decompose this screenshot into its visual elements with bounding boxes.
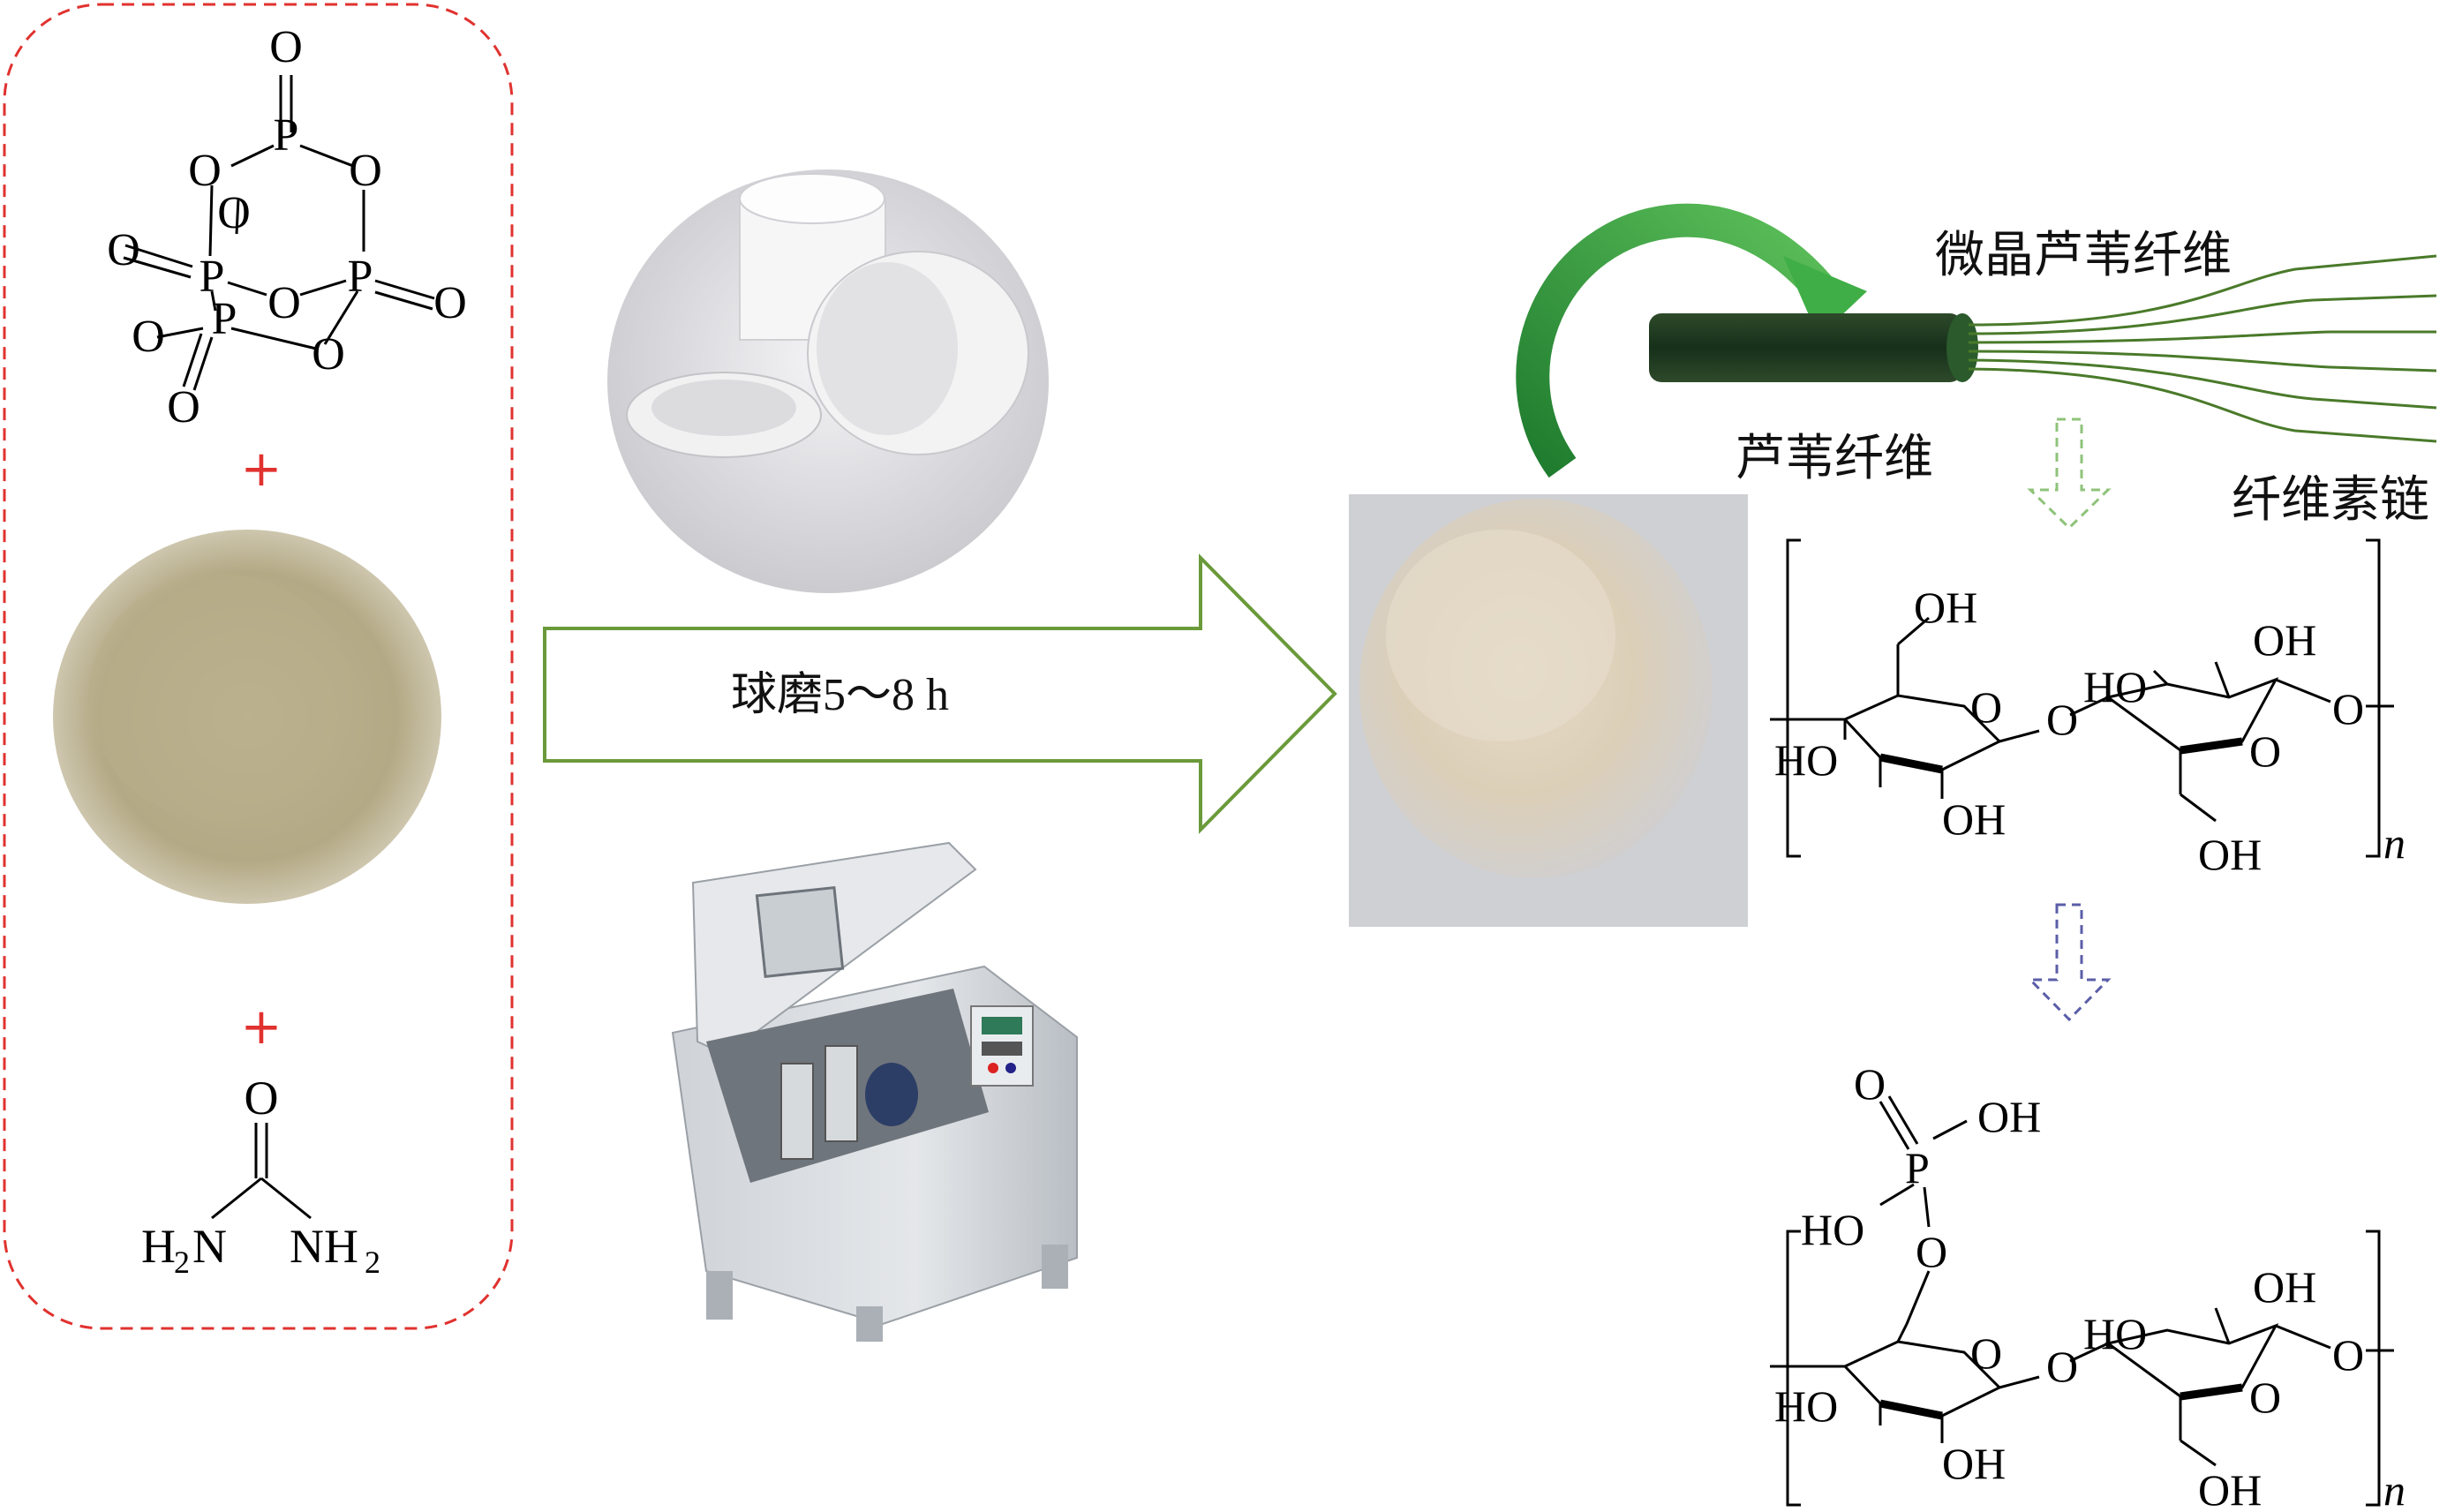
- urea-nh-right: NH: [290, 1220, 358, 1273]
- p4o10-atoms: O P O O O O P P O O P O O O: [107, 22, 467, 433]
- cellulose-ho-left: HO: [1774, 735, 1838, 785]
- cellulose-structure: [1770, 538, 2394, 858]
- phosphate-p: P: [1905, 1143, 1930, 1192]
- phosphorylated-cellulose-structure: [1770, 1095, 2394, 1507]
- process-arrow-label: 球磨5～8 h: [731, 670, 949, 720]
- phos-cellulose-glycosidic-o: O: [2046, 1342, 2078, 1391]
- plus-sign-2: +: [241, 998, 282, 1056]
- p4o10-o-left: O: [188, 146, 222, 196]
- fine-powder-photo: [1349, 494, 1748, 927]
- p4o10-o-right: O: [349, 146, 382, 196]
- phos-cellulose-oh-bottom-right: OH: [2198, 1465, 2262, 1512]
- phosphate-o-double: O: [1854, 1059, 1886, 1109]
- p4o10-structure: [123, 75, 435, 391]
- p4o10-o-lower-right: O: [312, 329, 345, 380]
- reed-fiber-label: 芦苇纤维: [1735, 430, 1933, 487]
- fiber-rod: [1649, 313, 1978, 382]
- ball-mill-machine-photo: [671, 841, 1078, 1342]
- cellulose-glycosidic-o: O: [2046, 695, 2078, 744]
- p4o10-p-left: P: [200, 252, 225, 302]
- phos-cellulose-ring-o-left: O: [1970, 1328, 2002, 1378]
- cellulose-labels: OH HO O O OH OH HO O O OH n: [1774, 583, 2406, 879]
- phosphate-ho: HO: [1801, 1205, 1864, 1254]
- reed-powder-photo: [46, 512, 448, 914]
- microcrystal-fiber-label: 微晶芦苇纤维: [1935, 227, 2232, 284]
- phos-cellulose-oh-bottom-left: OH: [1942, 1439, 2006, 1488]
- phos-cellulose-repeat-n: n: [2383, 1465, 2406, 1512]
- p4o10-o-lower-left: O: [132, 312, 165, 362]
- dashed-arrow-blue: [2027, 903, 2112, 1022]
- plus-sign-1: +: [241, 440, 282, 498]
- urea-h-left: H: [141, 1220, 176, 1273]
- cellulose-ho-right: HO: [2083, 662, 2147, 711]
- cellulose-ring-o-right: O: [2249, 726, 2281, 776]
- phosphorylated-labels: O P OH HO O HO O O OH OH HO O O OH n: [1774, 1059, 2406, 1512]
- cellulose-end-o: O: [2332, 684, 2364, 733]
- urea-n-left: N: [192, 1220, 227, 1273]
- p4o10-o-top: O: [269, 22, 303, 72]
- fiber-strands: [1968, 254, 2437, 443]
- process-arrow: [543, 553, 1337, 834]
- phos-cellulose-oh-top-right: OH: [2253, 1262, 2316, 1312]
- p4o10-p-top: P: [274, 110, 299, 161]
- phos-cellulose-ho-left: HO: [1774, 1381, 1838, 1431]
- urea-sub-right: 2: [365, 1245, 380, 1280]
- cellulose-repeat-n: n: [2383, 818, 2406, 868]
- ball-mill-jar-photo: [607, 169, 1049, 593]
- p4o10-p-bottom: P: [212, 294, 237, 344]
- cellulose-oh-bottom-right: OH: [2198, 830, 2262, 879]
- p4o10-o-far-right: O: [433, 278, 467, 328]
- p4o10-o-inner: O: [217, 188, 251, 238]
- cellulose-oh-bottom-left: OH: [1942, 794, 2006, 844]
- p4o10-o-far-left: O: [107, 225, 140, 275]
- phos-cellulose-ring-o-right: O: [2249, 1373, 2281, 1422]
- cellulose-oh-top-left: OH: [1914, 583, 1977, 632]
- cellulose-chain-label: 纤维素链: [2232, 471, 2429, 529]
- cellulose-oh-top-right: OH: [2253, 615, 2316, 665]
- cellulose-ring-o-left: O: [1970, 682, 2002, 732]
- phos-cellulose-end-o: O: [2332, 1330, 2364, 1380]
- phosphate-oh: OH: [1977, 1092, 2041, 1141]
- p4o10-p-right: P: [348, 252, 373, 302]
- p4o10-o-center: O: [267, 278, 301, 328]
- urea-o: O: [245, 1072, 279, 1125]
- phosphate-ester-o: O: [1916, 1227, 1947, 1276]
- urea-structure: [211, 1123, 312, 1220]
- phos-cellulose-ho-right: HO: [2083, 1309, 2147, 1358]
- p4o10-o-bottom: O: [167, 382, 200, 433]
- curved-green-arrow: [1516, 203, 1867, 478]
- dashed-arrow-green: [2027, 417, 2112, 530]
- urea-sub-left: 2: [174, 1245, 190, 1280]
